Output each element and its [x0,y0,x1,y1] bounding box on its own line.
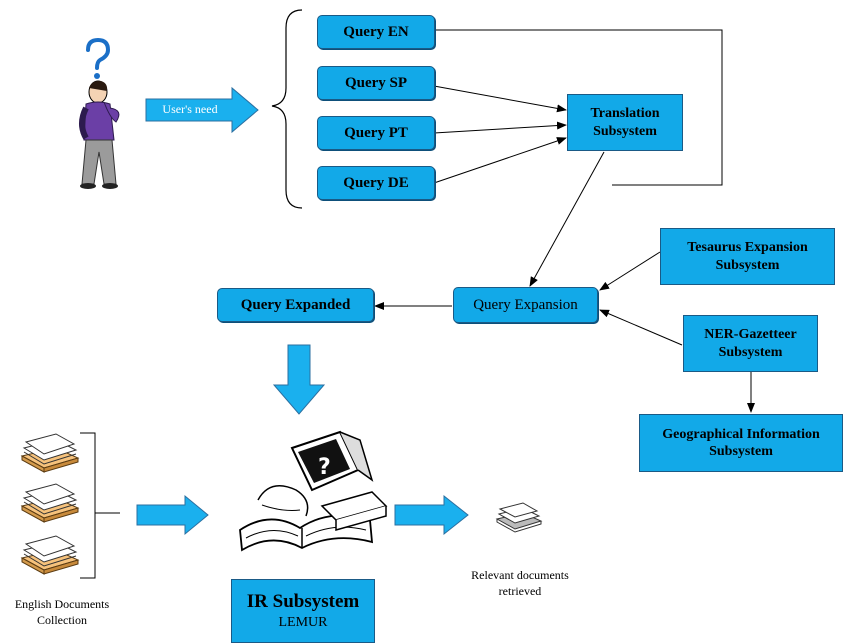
collection-line1: English Documents [14,597,110,611]
thesaurus-to-expansion-arrow [599,251,661,291]
query-en-box: Query EN [317,15,435,49]
pt-to-translation-arrow [433,121,567,134]
query-en-label: Query EN [343,23,409,40]
ir-computer-icon: ? [239,430,388,552]
geo-line1: Geographical Information [662,426,820,442]
sp-to-translation-arrow [433,85,567,113]
de-to-translation-arrow [433,137,567,184]
query-pt-box: Query PT [317,116,435,150]
relevant-caption: Relevant documents retrieved [455,567,585,599]
translation-line1: Translation [590,106,660,121]
collection-to-ir-arrow [136,494,209,536]
ir-to-relevant-arrow [394,494,469,536]
ner-line1: NER-Gazetteer [704,327,797,342]
query-de-box: Query DE [317,166,435,200]
users-need-label: User's need [162,102,218,116]
thesaurus-expansion-box: Tesaurus Expansion Subsystem [660,228,835,285]
relevant-line1: Relevant documents [471,568,569,582]
geographical-information-box: Geographical Information Subsystem [639,414,843,472]
query-expansion-label: Query Expansion [473,296,578,313]
document-stack-icon [20,433,80,473]
query-pt-label: Query PT [344,124,408,141]
relevant-documents-icon [495,502,543,533]
collection-bracket [80,432,96,579]
users-need-arrow [145,86,259,134]
query-expanded-box: Query Expanded [217,288,374,322]
query-en-connector [435,29,723,186]
query-de-label: Query DE [343,174,409,191]
geo-line2: Subsystem [709,444,773,459]
ner-gazetteer-box: NER-Gazetteer Subsystem [683,315,818,372]
down-arrow [272,344,326,415]
translation-subsystem-box: Translation Subsystem [567,94,683,151]
translation-to-expansion-arrow [529,151,605,287]
user-figure-icon [79,37,120,189]
thesaurus-line1: Tesaurus Expansion [687,240,808,255]
ir-subsystem-box: IR Subsystem LEMUR [231,579,375,643]
svg-text:?: ? [318,455,331,480]
collection-caption: English Documents Collection [2,596,122,628]
ir-subtitle: LEMUR [278,615,328,631]
relevant-line2: retrieved [498,584,542,599]
query-sp-box: Query SP [317,66,435,100]
ner-line2: Subsystem [718,344,783,360]
thesaurus-line2: Subsystem [715,257,780,273]
ir-title: IR Subsystem [246,591,360,613]
translation-line2: Subsystem [593,123,657,139]
ner-to-expansion-arrow [599,309,683,346]
query-expansion-box: Query Expansion [453,287,598,323]
collection-line2: Collection [37,613,87,628]
document-stack-icon [20,483,80,523]
query-expanded-label: Query Expanded [240,296,351,313]
document-stack-icon [20,535,80,575]
query-sp-label: Query SP [344,74,408,91]
query-brace [271,9,303,209]
